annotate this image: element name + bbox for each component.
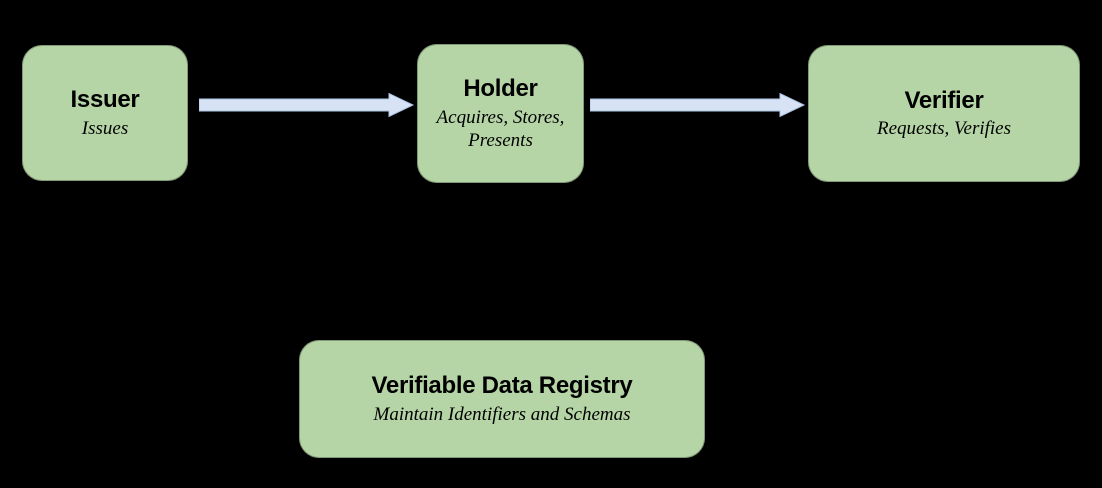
right-arrow-shape	[199, 92, 415, 118]
node-verifier-title: Verifier	[904, 86, 984, 114]
node-holder-subtitle: Acquires, Stores, Presents	[436, 106, 565, 151]
node-verifier-subtitle: Requests, Verifies	[876, 118, 1012, 140]
node-verifier: Verifier Requests, Verifies	[808, 45, 1080, 182]
node-issuer-subtitle: Issues	[81, 117, 129, 139]
right-arrow-shape	[590, 92, 806, 118]
node-holder: Holder Acquires, Stores, Presents	[417, 44, 584, 183]
node-verifiable-data-registry: Verifiable Data Registry Maintain Identi…	[299, 340, 705, 458]
node-registry-title: Verifiable Data Registry	[371, 372, 633, 400]
node-issuer: Issuer Issues	[22, 45, 188, 181]
node-registry-subtitle: Maintain Identifiers and Schemas	[373, 403, 631, 425]
arrow-issuer-to-holder	[199, 92, 415, 118]
node-holder-title: Holder	[463, 75, 538, 103]
node-issuer-title: Issuer	[70, 86, 140, 114]
arrow-holder-to-verifier	[590, 92, 806, 118]
